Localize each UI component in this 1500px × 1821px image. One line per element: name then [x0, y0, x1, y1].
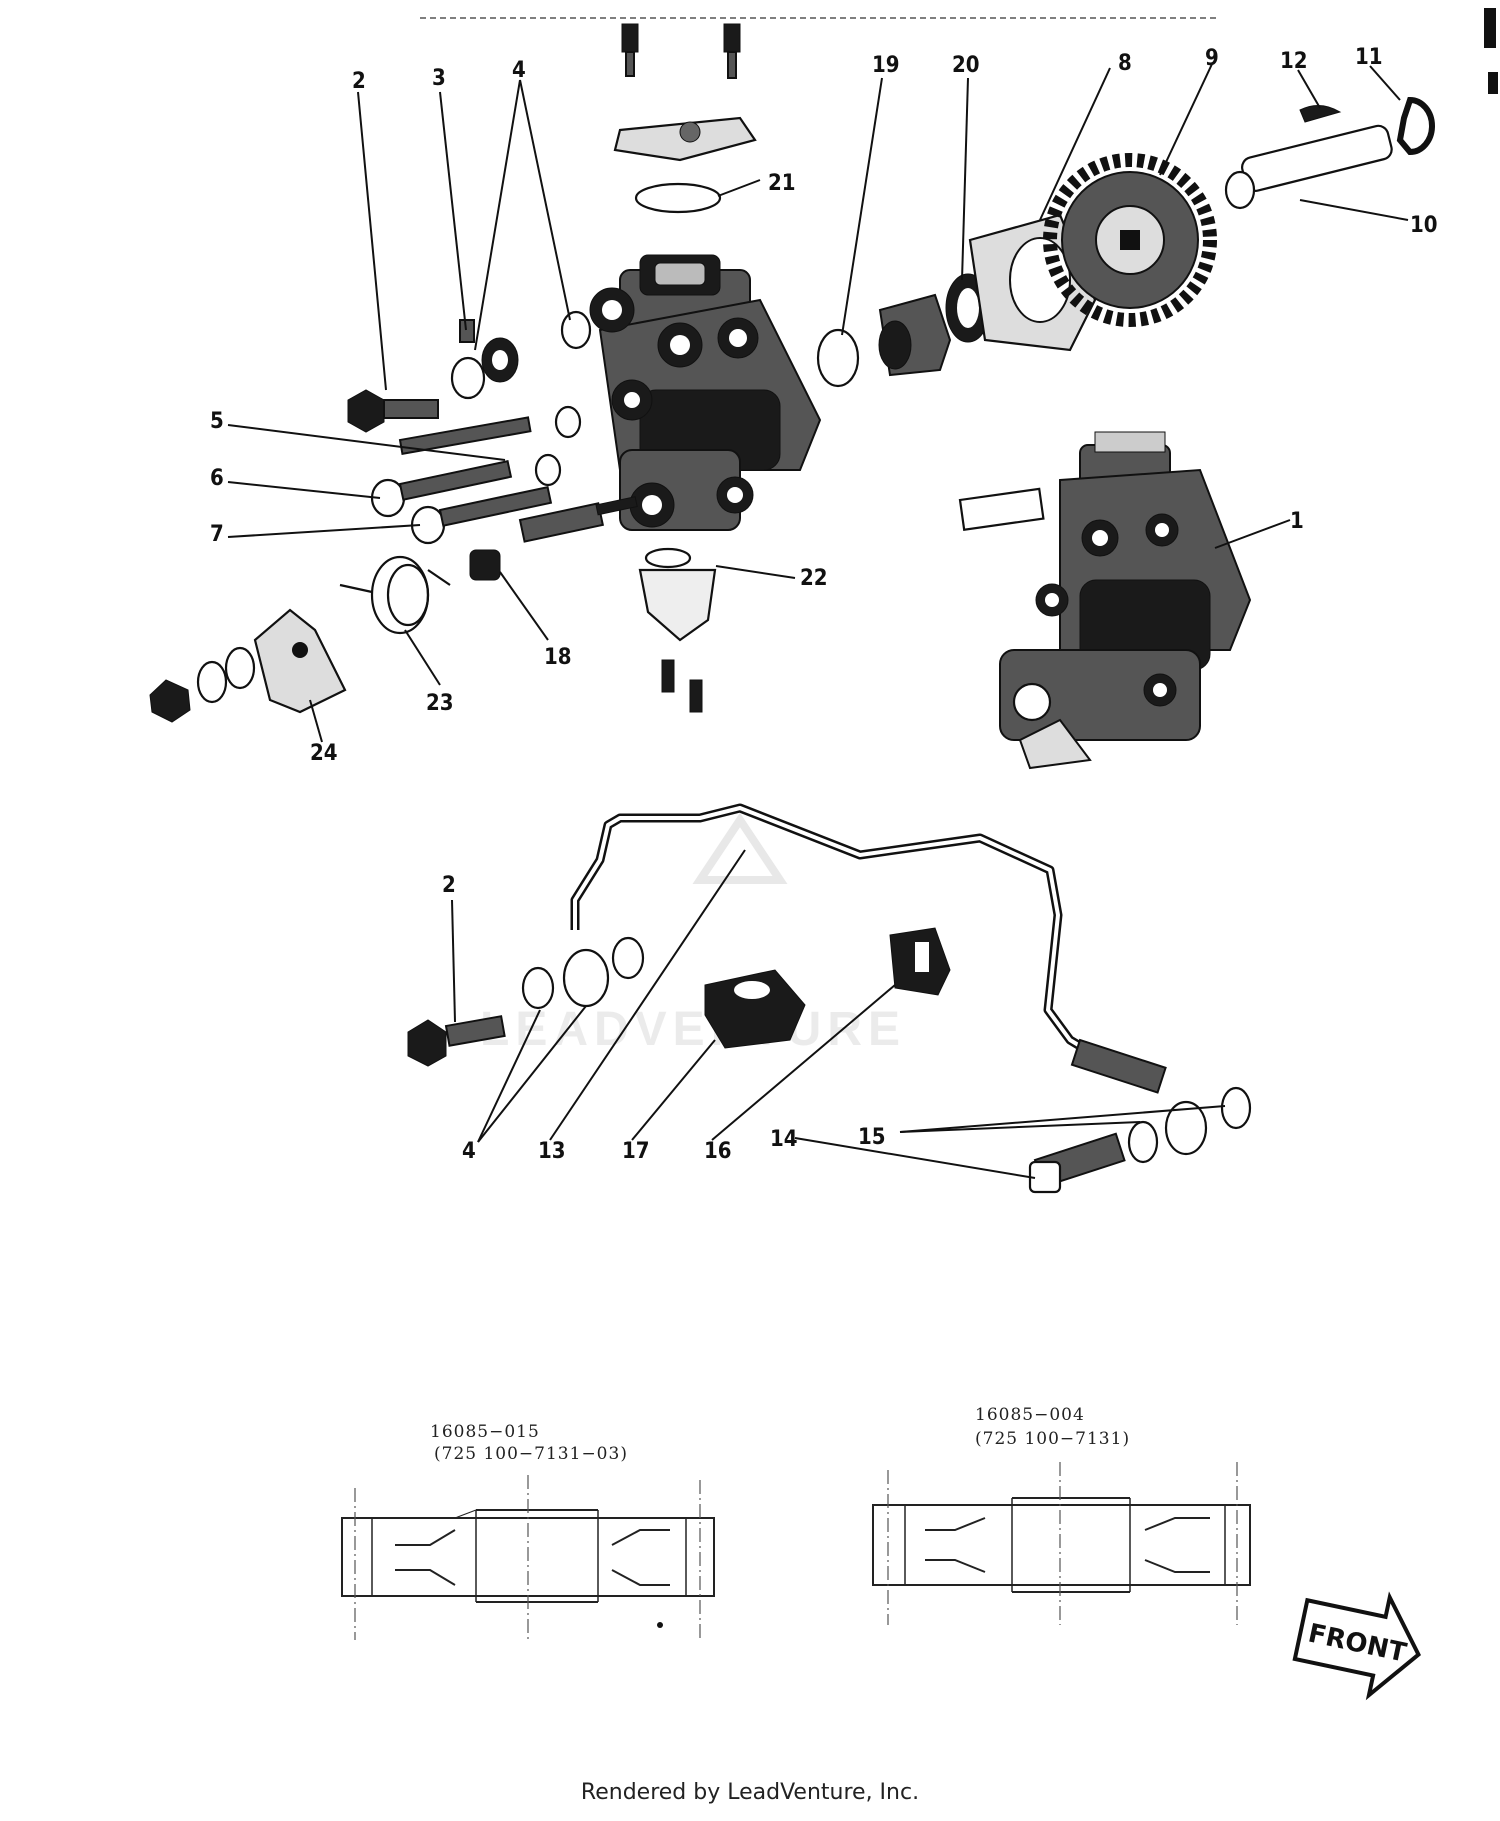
pump-housing-exploded: [589, 254, 822, 531]
callout-19: 19: [872, 53, 900, 78]
callout-4-lower: 4: [462, 1139, 476, 1164]
fitting-3-4: [450, 319, 519, 400]
detail-right-sub: (725 100−7131): [975, 1429, 1130, 1449]
callout-20: 20: [952, 53, 980, 78]
callout-14: 14: [770, 1127, 798, 1152]
callout-9: 9: [1205, 46, 1219, 71]
callout-4: 4: [512, 58, 526, 83]
edge-mark: [1484, 8, 1496, 48]
callout-6: 6: [210, 466, 224, 491]
callout-5: 5: [210, 409, 224, 434]
leader-lines: [227, 63, 1409, 1179]
callout-12: 12: [1280, 49, 1308, 74]
o-ring-19: [816, 328, 860, 388]
callout-23: 23: [426, 691, 454, 716]
grommet-16: [889, 927, 951, 996]
callout-7: 7: [210, 522, 224, 547]
callout-2-lower: 2: [442, 873, 456, 898]
callout-18: 18: [544, 645, 572, 670]
plunger-assembly-18: [469, 496, 638, 581]
callout-21: 21: [768, 171, 796, 196]
watermark-text: LEADVENTURE: [480, 1003, 906, 1056]
gear-9: [1043, 153, 1217, 327]
circlip-11: [1396, 96, 1435, 156]
nut-and-washers: [149, 646, 256, 723]
callout-8: 8: [1118, 51, 1132, 76]
callout-24: 24: [310, 741, 338, 766]
pump-assembly-1: [958, 431, 1252, 770]
lever-24: [253, 608, 347, 714]
o-ring-21: [634, 182, 722, 214]
callout-10: 10: [1410, 213, 1438, 238]
bolt-2-top: [347, 389, 439, 433]
detail-right-part-no: 16085−004: [975, 1405, 1085, 1425]
key-12: [1299, 105, 1342, 123]
callout-11: 11: [1355, 45, 1383, 70]
shaft-10: [1224, 124, 1393, 210]
detail-left: 16085−015 (725 100−7131−03): [341, 1422, 715, 1640]
spring-23: [339, 555, 451, 635]
callout-numbers: 1 2 3 4 5 6 7 8 9 10 11 12 13 14 15 16 1…: [210, 45, 1438, 1164]
callout-17: 17: [622, 1139, 650, 1164]
watermark: LEADVENTURE: [480, 812, 906, 1056]
speck: [657, 1622, 663, 1628]
detail-right: 16085−004 (725 100−7131): [872, 1405, 1251, 1625]
bushing: [878, 293, 952, 377]
edge-mark-2: [1488, 72, 1498, 94]
bottom-cover-22: [638, 547, 717, 713]
callout-22: 22: [800, 566, 828, 591]
top-cover-plate: [613, 116, 757, 162]
detail-left-part-no: 16085−015: [430, 1422, 540, 1442]
callout-1: 1: [1290, 509, 1304, 534]
callout-3: 3: [432, 66, 446, 91]
grommet-17: [704, 969, 806, 1049]
top-screws: [621, 23, 741, 79]
callout-15: 15: [858, 1125, 886, 1150]
callout-2: 2: [352, 69, 366, 94]
banjo-bolt-14-washers-15: [1028, 1038, 1252, 1194]
washer-4-right: [560, 310, 592, 350]
banjo-washers-4: [521, 936, 645, 1010]
detail-left-sub: (725 100−7131−03): [434, 1444, 628, 1464]
callout-16: 16: [704, 1139, 732, 1164]
callout-13: 13: [538, 1139, 566, 1164]
front-arrow: FRONT: [1292, 1591, 1421, 1701]
footer-credit: Rendered by LeadVenture, Inc.: [580, 1780, 920, 1805]
bolt-2-bottom: [407, 1015, 506, 1067]
